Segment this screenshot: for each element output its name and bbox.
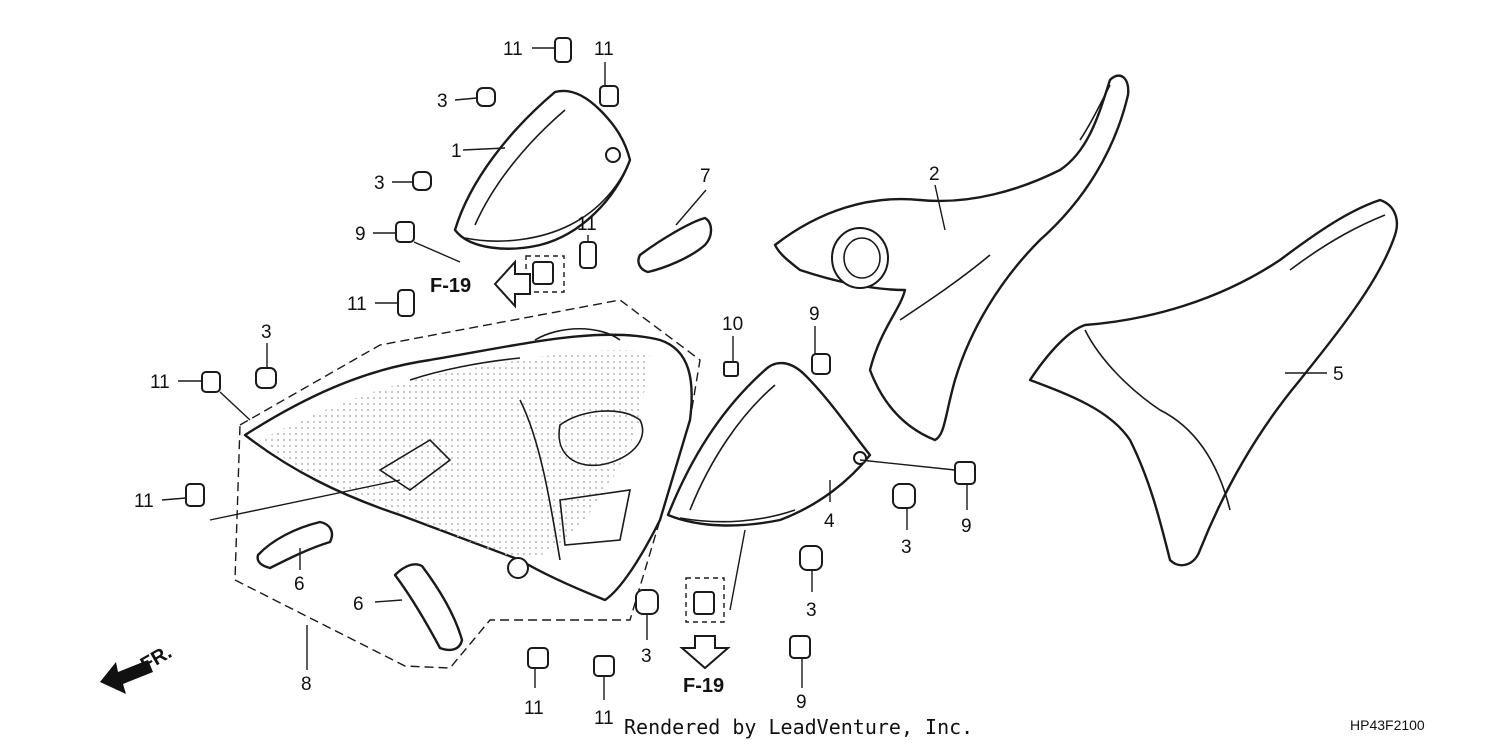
diagram-code: HP43F2100 — [1350, 717, 1425, 733]
callout-10: 10 — [722, 314, 743, 335]
reference-label-f19: F-19 — [683, 675, 724, 697]
credit-text: Rendered by LeadVenture, Inc. — [624, 715, 973, 739]
callout-6: 6 — [294, 574, 305, 595]
callout-5: 5 — [1333, 364, 1344, 385]
part-7-pad — [637, 216, 713, 274]
part-5-side-panel — [1028, 198, 1399, 567]
callout-3: 3 — [374, 173, 385, 194]
callout-2: 2 — [929, 164, 940, 185]
leader-lines — [161, 47, 1327, 700]
callout-9: 9 — [796, 692, 807, 713]
callout-11: 11 — [524, 698, 544, 719]
callout-11: 11 — [594, 39, 614, 60]
callout-11: 11 — [594, 708, 614, 729]
callout-3: 3 — [806, 600, 817, 621]
callout-11: 11 — [503, 39, 523, 60]
callout-labels: 11 11 3 1 3 9 11 7 11 3 11 11 6 6 8 11 1… — [134, 39, 1344, 729]
callout-11: 11 — [134, 491, 154, 512]
callout-11: 11 — [347, 294, 367, 315]
callout-3: 3 — [261, 322, 272, 343]
callout-11: 11 — [150, 372, 170, 393]
reference-label-f19: F-19 — [430, 275, 471, 297]
part-1-upper-cover — [453, 89, 632, 250]
callout-3: 3 — [641, 646, 652, 667]
part-8-side-cover — [234, 299, 701, 669]
callout-6: 6 — [353, 594, 364, 615]
reference-arrow-left-icon — [493, 259, 531, 309]
callout-9: 9 — [355, 224, 366, 245]
part-2-side-panel — [773, 74, 1130, 442]
reference-arrow-down-icon — [679, 635, 731, 670]
callout-11: 11 — [577, 214, 597, 235]
callout-1: 1 — [451, 141, 462, 162]
part-6-pad-lower — [393, 563, 464, 652]
callout-8: 8 — [301, 674, 312, 695]
callout-4: 4 — [824, 511, 835, 532]
callout-3: 3 — [437, 91, 448, 112]
callout-9: 9 — [809, 304, 820, 325]
front-direction-arrow-icon — [100, 660, 153, 694]
callout-7: 7 — [700, 166, 711, 187]
callout-3: 3 — [901, 537, 912, 558]
part-4-front-cover — [666, 361, 872, 527]
part-6-pad-upper — [256, 520, 334, 570]
callout-9: 9 — [961, 516, 972, 537]
